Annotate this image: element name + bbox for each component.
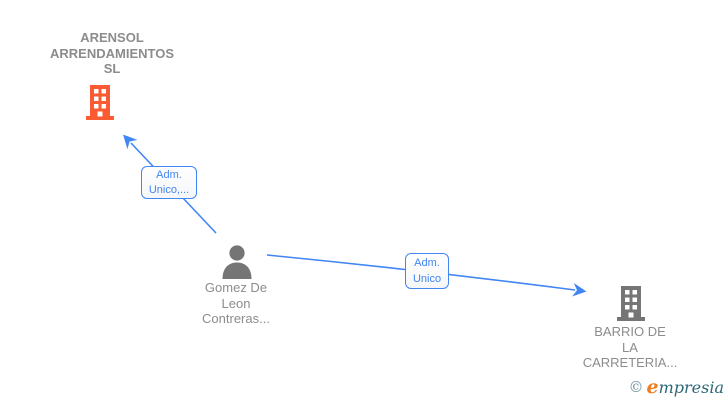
copyright-icon: © xyxy=(628,378,644,396)
node-label-barrio[interactable]: BARRIO DE LA CARRETERIA... xyxy=(582,324,678,370)
edge-label-adm-unico-barrio[interactable]: Adm. Unico xyxy=(405,253,449,289)
person-icon[interactable] xyxy=(219,245,255,284)
building-icon[interactable] xyxy=(84,85,116,126)
brand-initial: e xyxy=(646,376,659,398)
empresia-logo[interactable]: ©empresia xyxy=(629,376,725,398)
node-label-person[interactable]: Gomez De Leon Contreras... xyxy=(202,280,270,326)
building-icon[interactable] xyxy=(615,286,647,327)
brand-rest: mpresia xyxy=(658,378,724,397)
node-label-arensol[interactable]: ARENSOL ARRENDAMIENTOS SL xyxy=(50,30,174,76)
edge-label-adm-unico-arensol[interactable]: Adm. Unico,... xyxy=(141,166,197,199)
